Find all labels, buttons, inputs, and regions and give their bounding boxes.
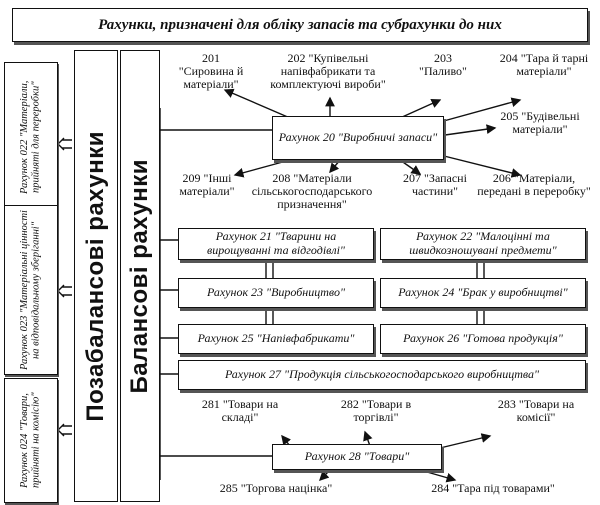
account-27-box: Рахунок 27 "Продукція сільськогосподарсь… <box>178 360 586 390</box>
sub-204: 204 "Тара й тарні матеріали" <box>499 51 589 79</box>
account-27-label: Рахунок 27 "Продукція сільськогосподарсь… <box>224 367 540 382</box>
account-024-box: Рахунок 024 "Товари, прийняті на комісію… <box>4 378 58 503</box>
account-023-label: Рахунок 023 "Матеріальні цінності на від… <box>19 210 42 370</box>
account-22-label: Рахунок 22 "Малоцінні та швидкозношувані… <box>409 229 557 257</box>
off-balance-label: Позабалансові рахунки <box>82 130 109 422</box>
balance-label: Балансові рахунки <box>126 158 153 394</box>
account-25-label: Рахунок 25 "Напівфабрикати" <box>197 331 355 346</box>
account-20-box: Рахунок 20 "Виробничі запаси" <box>272 116 444 160</box>
account-24-box: Рахунок 24 "Брак у виробництві" <box>380 278 586 308</box>
account-25-box: Рахунок 25 "Напівфабрикати" <box>178 324 374 354</box>
sub-281: 281 "Товари на складі" <box>201 397 279 425</box>
account-022-label: Рахунок 022 "Матеріали, прийняті для пер… <box>19 80 42 194</box>
account-26-label: Рахунок 26 "Готова продукція" <box>403 331 563 346</box>
account-20-label: Рахунок 20 "Виробничі запаси" <box>278 130 438 145</box>
sub-205: 205 "Будівельні матеріали" <box>500 109 580 137</box>
sub-208: 208 "Матеріали сільськогосподарського пр… <box>251 171 373 212</box>
account-023-box: Рахунок 023 "Матеріальні цінності на від… <box>4 205 58 375</box>
sub-284: 284 "Тара під товарами" <box>431 481 555 495</box>
account-23-box: Рахунок 23 "Виробництво" <box>178 278 374 308</box>
account-28-label: Рахунок 28 "Товари" <box>304 449 410 464</box>
sub-202: 202 "Купівельні напівфабрикати та компле… <box>270 51 386 92</box>
account-23-label: Рахунок 23 "Виробництво" <box>206 285 346 300</box>
account-28-box: Рахунок 28 "Товари" <box>272 444 442 470</box>
balance-bar: Балансові рахунки <box>120 50 160 502</box>
account-022-box: Рахунок 022 "Матеріали, прийняті для пер… <box>4 62 58 212</box>
sub-209: 209 "Інші матеріали" <box>179 171 235 199</box>
account-21-label: Рахунок 21 "Тварини на вирощуванні та ві… <box>207 229 345 257</box>
account-22-box: Рахунок 22 "Малоцінні та швидкозношувані… <box>380 228 586 260</box>
sub-201: 201 "Сировина й матеріали" <box>178 51 244 92</box>
sub-207: 207 "Запасні частини" <box>403 171 467 199</box>
account-21-box: Рахунок 21 "Тварини на вирощуванні та ві… <box>178 228 374 260</box>
sub-282: 282 "Товари в торгівлі" <box>340 397 412 425</box>
sub-203: 203 "Паливо" <box>419 51 467 79</box>
account-26-box: Рахунок 26 "Готова продукція" <box>380 324 586 354</box>
off-balance-bar: Позабалансові рахунки <box>74 50 118 502</box>
account-24-label: Рахунок 24 "Брак у виробництві" <box>398 285 568 300</box>
account-024-label: Рахунок 024 "Товари, прийняті на комісію… <box>19 392 42 489</box>
sub-283: 283 "Товари на комісії" <box>497 397 575 425</box>
sub-206: 206 "Матеріали, передані в переробку" <box>477 171 591 199</box>
page-title: Рахунки, призначені для обліку запасів т… <box>12 8 588 42</box>
sub-285: 285 "Торгова націнка" <box>219 481 333 495</box>
